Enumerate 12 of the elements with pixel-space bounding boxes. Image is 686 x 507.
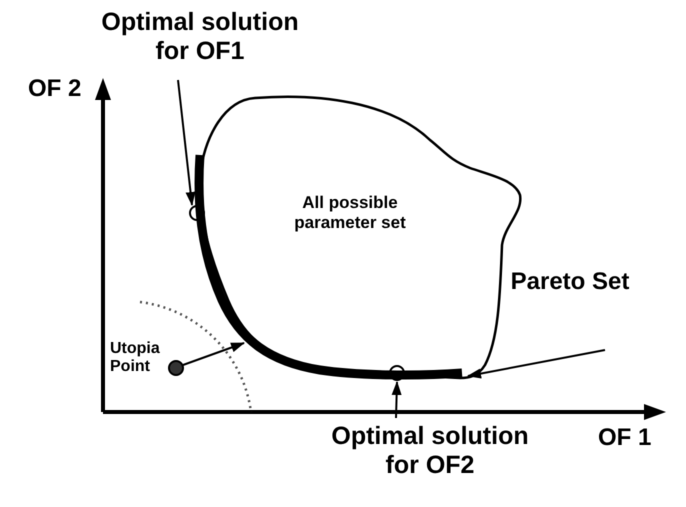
utopia-point	[168, 360, 184, 376]
region-label: All possible parameter set	[293, 193, 407, 232]
annotation-text: Optimal solution for OF2	[315, 422, 545, 480]
arrow	[467, 349, 606, 378]
annotation-text: Pareto Set	[490, 268, 650, 296]
axis-label: OF 1	[598, 424, 652, 452]
arrow	[177, 80, 196, 206]
arrow	[182, 342, 245, 366]
axis-label: OF 2	[28, 75, 82, 103]
point-label: Utopia Point	[110, 340, 161, 377]
arrow	[392, 381, 402, 418]
annotation-text: Optimal solution for OF1	[85, 8, 315, 66]
